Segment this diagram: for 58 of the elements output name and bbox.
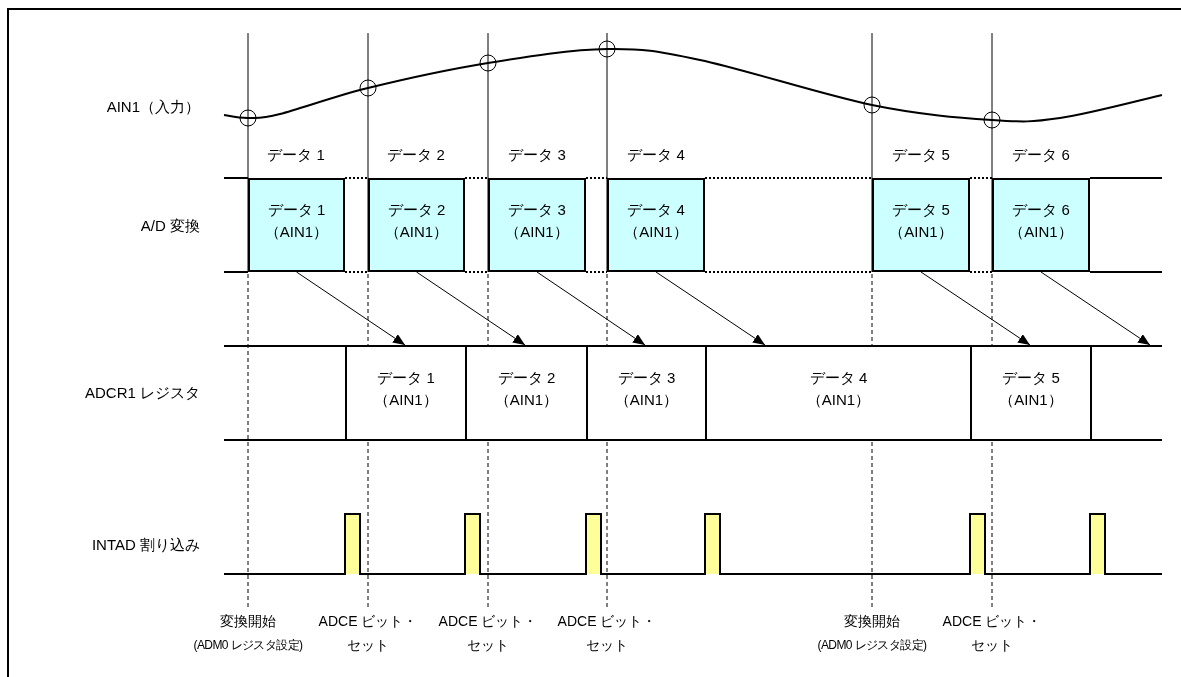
data-name-text: データ 1 xyxy=(267,200,326,220)
register-segment xyxy=(465,345,586,441)
register-segment xyxy=(1090,345,1162,441)
channel-text: （AIN1） xyxy=(614,390,679,410)
row-label: ADCR1 レジスタ xyxy=(85,385,200,400)
row-label: A/D 変換 xyxy=(140,218,200,233)
event-label: 変換開始 xyxy=(220,613,276,631)
channel-text: （AIN1） xyxy=(264,222,329,242)
event-note: (ADM0 レジスタ設定) xyxy=(817,638,927,653)
sample-label: データ 1 xyxy=(267,147,325,162)
data-name-text: データ 2 xyxy=(497,368,556,388)
channel-text: （AIN1） xyxy=(999,390,1063,410)
register-segment xyxy=(345,345,465,441)
conversion-box xyxy=(607,178,705,272)
data-name-text: データ 3 xyxy=(508,200,566,220)
channel-text: （AIN1） xyxy=(624,222,688,242)
conversion-box xyxy=(488,178,586,272)
data-name-text: データ 5 xyxy=(892,200,950,220)
event-note: (ADM0 レジスタ設定) xyxy=(193,638,303,653)
data-name-text: データ 2 xyxy=(387,200,446,220)
transfer-arrow xyxy=(296,271,406,346)
transfer-arrow xyxy=(655,271,766,346)
transfer-arrow xyxy=(536,271,646,346)
event-label: ADCE ビット・セット xyxy=(317,612,419,655)
conversion-box xyxy=(368,178,465,272)
channel-text: （AIN1） xyxy=(505,222,569,242)
channel-text: （AIN1） xyxy=(806,390,871,410)
register-segment xyxy=(586,345,705,441)
register-segment xyxy=(705,345,970,441)
transfer-arrow xyxy=(920,271,1031,346)
sample-label: データ 3 xyxy=(508,147,566,162)
sample-label: データ 4 xyxy=(627,147,685,162)
channel-text: （AIN1） xyxy=(374,390,438,410)
sample-label: データ 2 xyxy=(387,147,445,162)
data-name-text: データ 1 xyxy=(377,368,435,388)
data-name-text: データ 5 xyxy=(1002,368,1060,388)
sample-label: データ 5 xyxy=(892,147,950,162)
event-label: 変換開始 xyxy=(844,613,900,631)
conversion-box xyxy=(992,178,1090,272)
register-segment xyxy=(970,345,1090,441)
data-name-text: データ 6 xyxy=(1012,200,1070,220)
channel-text: （AIN1） xyxy=(1009,222,1073,242)
event-label: ADCE ビット・セット xyxy=(556,612,658,655)
row-label: AIN1（入力） xyxy=(106,99,200,114)
sample-label: データ 6 xyxy=(1012,147,1070,162)
transfer-arrow xyxy=(1040,271,1151,346)
channel-text: （AIN1） xyxy=(889,222,953,242)
data-name-text: データ 4 xyxy=(627,200,685,220)
data-name-text: データ 3 xyxy=(617,368,676,388)
row-label: INTAD 割り込み xyxy=(91,537,200,552)
transfer-arrow xyxy=(416,271,526,346)
event-label: ADCE ビット・セット xyxy=(437,612,539,655)
channel-text: （AIN1） xyxy=(384,222,449,242)
channel-text: （AIN1） xyxy=(494,390,559,410)
conversion-box xyxy=(872,178,970,272)
event-label: ADCE ビット・セット xyxy=(941,612,1043,655)
data-name-text: データ 4 xyxy=(809,368,868,388)
conversion-box xyxy=(248,178,345,272)
